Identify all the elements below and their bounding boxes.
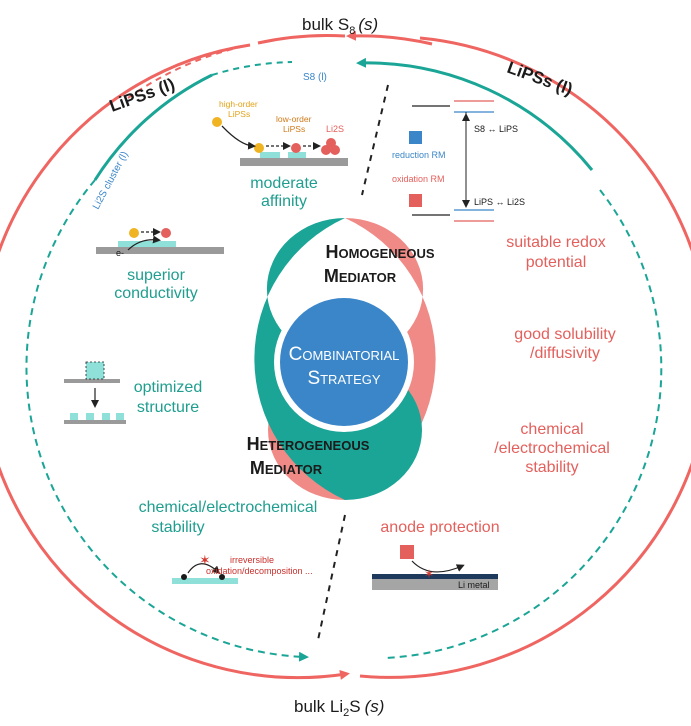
separator-bottom bbox=[317, 514, 346, 641]
inner-dashed-left-teal bbox=[25, 179, 309, 662]
electron-label: e- bbox=[116, 248, 124, 258]
moderate-affinity-illustration bbox=[212, 117, 348, 166]
optimized-structure-line2: structure bbox=[137, 399, 199, 416]
superior-conductivity-line2: conductivity bbox=[114, 285, 198, 302]
high-order-label-1: high-order bbox=[219, 99, 258, 109]
optimized-structure-illustration bbox=[64, 361, 126, 424]
heterogeneous-line1: Heterogeneous bbox=[247, 434, 370, 454]
inner-solid-top-right-teal bbox=[356, 57, 594, 171]
irreversible-line2: oxidation/decomposition ... bbox=[206, 566, 313, 576]
heterogeneous-line2: Mediator bbox=[250, 458, 323, 478]
suitable-redox-line1: suitable redox bbox=[506, 234, 606, 251]
s8-lips-label: S8 ↔ LiPS bbox=[474, 124, 518, 134]
high-order-label-2: LiPSs bbox=[228, 109, 250, 119]
separator-top bbox=[361, 84, 389, 196]
right-chem-stability-line2: /electrochemical bbox=[494, 440, 610, 457]
inner-dashed-right-red bbox=[384, 189, 663, 659]
right-chem-stability-line1: chemical bbox=[520, 421, 583, 438]
low-order-label-2: LiPSs bbox=[283, 124, 305, 134]
outer-arrow-top bbox=[346, 30, 433, 46]
anode-protection-label: anode protection bbox=[380, 519, 499, 536]
superior-conductivity-line1: superior bbox=[127, 267, 185, 284]
inner-dashed-top-teal bbox=[211, 61, 293, 76]
suitable-redox-line2: potential bbox=[526, 254, 587, 271]
anode-protection-illustration: ✶ bbox=[372, 545, 498, 590]
good-solubility-line1: good solubility bbox=[514, 326, 615, 343]
center-line1: Combinatorial bbox=[289, 344, 400, 365]
s8-liquid-label: S8 (l) bbox=[303, 72, 327, 83]
inner-solid-top-left-teal bbox=[93, 73, 213, 181]
heterogeneous-lobe bbox=[254, 218, 422, 500]
moderate-affinity-line2: affinity bbox=[261, 193, 307, 210]
superior-conductivity-illustration bbox=[96, 228, 224, 254]
low-order-label-1: low-order bbox=[276, 114, 312, 124]
lipss-right-label: LiPSs (l) bbox=[505, 58, 575, 99]
left-chem-stability-line2: stability bbox=[151, 519, 204, 536]
reduction-rm-label: reduction RM bbox=[392, 150, 446, 160]
outer-cycle bbox=[0, 30, 691, 680]
optimized-structure-line1: optimized bbox=[134, 379, 202, 396]
oxidation-rm-label: oxidation RM bbox=[392, 174, 445, 184]
bulk-li2s-label: bulk Li2S(s) bbox=[294, 697, 384, 719]
center-circle bbox=[280, 298, 408, 426]
svg-text:✶: ✶ bbox=[199, 552, 211, 568]
outer-dashed-top-left bbox=[127, 44, 251, 99]
central-yin-yang bbox=[254, 218, 436, 500]
outer-arc-top-red bbox=[257, 33, 346, 45]
li2s-small-label: Li2S bbox=[326, 124, 344, 134]
moderate-affinity-line1: moderate bbox=[250, 175, 318, 192]
good-solubility-line2: /diffusivity bbox=[530, 345, 600, 362]
left-chem-stability-line1: chemical/electrochemical bbox=[139, 499, 318, 516]
outer-arc-right-red bbox=[359, 36, 691, 679]
svg-text:✶: ✶ bbox=[424, 567, 434, 581]
center-line2: Strategy bbox=[307, 368, 380, 389]
outer-arc-left-red bbox=[0, 43, 350, 680]
irreversible-illustration: ✶ bbox=[172, 552, 238, 584]
right-chem-stability-line3: stability bbox=[525, 459, 578, 476]
redox-potential-diagram bbox=[409, 100, 494, 222]
li-metal-label: Li metal bbox=[458, 580, 490, 590]
homogeneous-line1: Homogeneous bbox=[325, 242, 434, 262]
lips-li2s-label: LiPS ↔ Li2S bbox=[474, 197, 525, 207]
irreversible-line1: irreversible bbox=[230, 555, 274, 565]
homogeneous-line2: Mediator bbox=[324, 266, 397, 286]
bulk-s8-label: bulk S8(s) bbox=[302, 15, 378, 37]
